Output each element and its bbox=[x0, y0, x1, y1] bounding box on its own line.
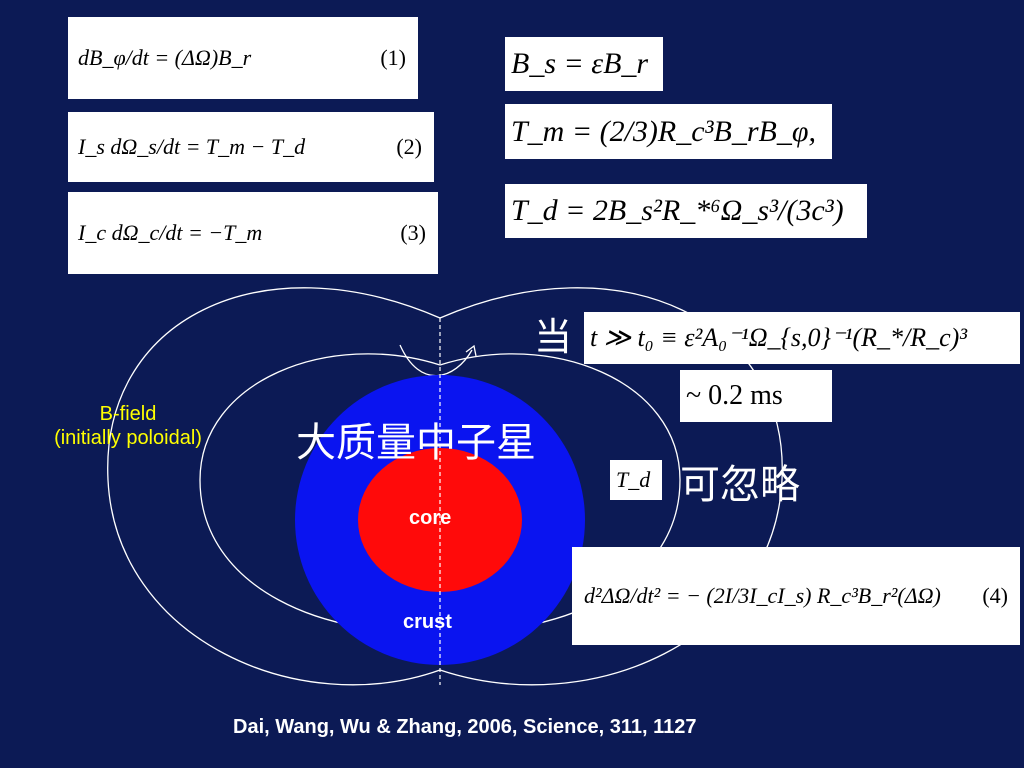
equation-tm-box: T_m = (2/3)R_c³B_rB_φ, bbox=[505, 104, 832, 159]
equation-td: T_d = 2B_s²R_*⁶Ω_s³/(3c³) bbox=[511, 194, 844, 227]
crust-label: crust bbox=[403, 611, 452, 633]
field-line-arrow-arc bbox=[399, 344, 473, 377]
star-label: 大质量中子星 bbox=[296, 420, 536, 466]
td-symbol-box: T_d bbox=[610, 460, 662, 500]
field-line-outer-left bbox=[107, 287, 441, 686]
equation-bs-box: B_s = εB_r bbox=[505, 37, 663, 91]
equation-bs: B_s = εB_r bbox=[511, 47, 649, 80]
field-line-outer-right bbox=[439, 287, 783, 686]
equation-2: I_s dΩ_s/dt = T_m − T_d bbox=[78, 134, 306, 159]
equation-4-box: d²ΔΩ/dt² = − (2I/3I_cI_s) R_c³B_r²(ΔΩ) (… bbox=[572, 547, 1020, 645]
equation-3-box: I_c dΩ_c/dt = −T_m (3) bbox=[68, 192, 438, 274]
equation-1-box: dB_φ/dt = (ΔΩ)B_r (1) bbox=[68, 17, 418, 99]
equation-2-box: I_s dΩ_s/dt = T_m − T_d (2) bbox=[68, 112, 434, 182]
core-circle bbox=[358, 448, 522, 592]
equation-1-number: (1) bbox=[380, 45, 406, 70]
condition-equation-box: t ≫ t₀ ≡ ε²A₀⁻¹Ω_{s,0}⁻¹(R_*/R_c)³ bbox=[584, 312, 1020, 364]
condition-prefix: 当 bbox=[534, 315, 573, 359]
equation-2-number: (2) bbox=[396, 134, 422, 159]
condition-value-box: ~ 0.2 ms bbox=[680, 370, 832, 422]
equation-tm: T_m = (2/3)R_c³B_rB_φ, bbox=[511, 114, 816, 148]
condition-equation: t ≫ t₀ ≡ ε²A₀⁻¹Ω_{s,0}⁻¹(R_*/R_c)³ bbox=[590, 323, 968, 352]
bfield-label-line2: (initially poloidal) bbox=[54, 427, 202, 449]
equation-3-number: (3) bbox=[400, 220, 426, 245]
bfield-label-line1: B-field bbox=[99, 403, 157, 425]
field-line-inner-left bbox=[199, 353, 441, 632]
equation-3: I_c dΩ_c/dt = −T_m bbox=[78, 220, 263, 245]
equation-td-box: T_d = 2B_s²R_*⁶Ω_s³/(3c³) bbox=[505, 184, 867, 238]
core-label: core bbox=[409, 507, 452, 529]
equation-4-number: (4) bbox=[982, 583, 1008, 608]
equation-4: d²ΔΩ/dt² = − (2I/3I_cI_s) R_c³B_r²(ΔΩ) bbox=[584, 583, 941, 608]
field-line-inner-right bbox=[439, 353, 681, 632]
field-arrow-head bbox=[465, 344, 477, 357]
td-symbol: T_d bbox=[616, 467, 651, 492]
bfield-label: B-field (initially poloidal) bbox=[28, 402, 228, 450]
neglect-text: 可忽略 bbox=[680, 462, 800, 508]
citation: Dai, Wang, Wu & Zhang, 2006, Science, 31… bbox=[233, 716, 697, 738]
equation-1: dB_φ/dt = (ΔΩ)B_r bbox=[78, 45, 252, 70]
condition-value: ~ 0.2 ms bbox=[686, 380, 783, 411]
